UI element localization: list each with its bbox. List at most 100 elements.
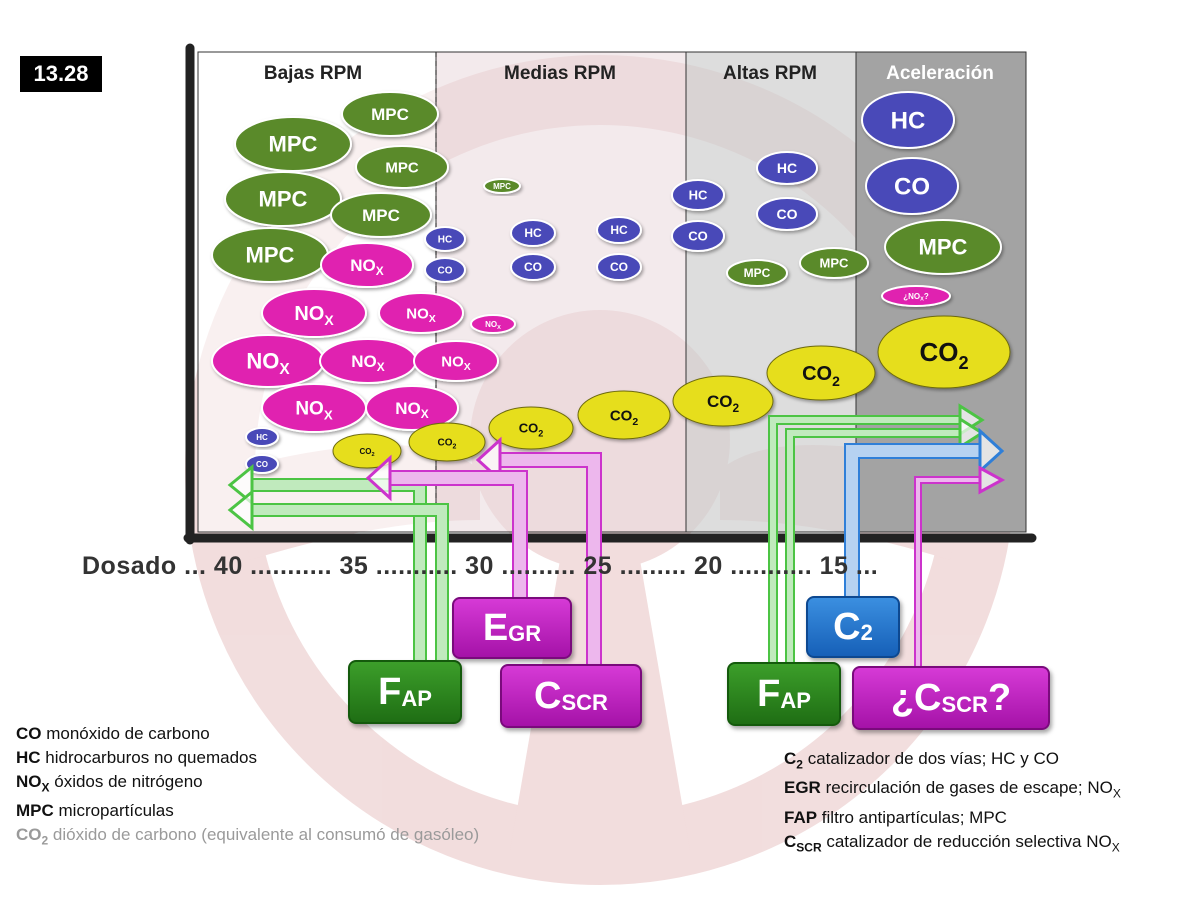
emission-bubble-co2: CO2 bbox=[877, 315, 1011, 389]
emission-bubble-hc: HC bbox=[671, 179, 725, 211]
emission-bubble-co2: CO2 bbox=[332, 433, 402, 469]
svg-text:HC: HC bbox=[689, 188, 708, 203]
svg-text:NOX: NOX bbox=[295, 399, 333, 423]
emission-bubble-hc: HC bbox=[510, 219, 556, 247]
column-header-bajas: Bajas RPM bbox=[264, 63, 362, 84]
emission-bubble-nox: NOX bbox=[470, 314, 516, 334]
fap-left-arrow-lower bbox=[227, 488, 449, 660]
dosado-axis-label: Dosado ... 40 ........... 35 ...........… bbox=[82, 552, 879, 580]
emission-bubble-mpc: MPC bbox=[799, 247, 869, 279]
svg-text:MPC: MPC bbox=[919, 235, 968, 260]
svg-text:NOX: NOX bbox=[294, 303, 334, 328]
column-header-altas: Altas RPM bbox=[723, 63, 817, 84]
svg-text:CO2: CO2 bbox=[438, 438, 457, 451]
emission-bubble-mpc: MPC bbox=[224, 171, 342, 227]
cscr-right-arrow bbox=[914, 465, 1006, 666]
svg-text:CO2: CO2 bbox=[802, 363, 840, 389]
emission-bubble-mpc: MPC bbox=[234, 116, 352, 172]
emission-bubble-nox: NOX bbox=[211, 334, 325, 388]
emission-bubble-co: CO bbox=[424, 257, 466, 283]
svg-text:HC: HC bbox=[524, 226, 542, 240]
legend-item-egr: EGR recirculación de gases de escape; NO… bbox=[784, 778, 1121, 801]
emission-bubble-mpc: MPC bbox=[483, 178, 521, 194]
svg-text:NOX: NOX bbox=[441, 353, 471, 373]
svg-text:MPC: MPC bbox=[744, 266, 771, 280]
svg-text:CO2: CO2 bbox=[610, 407, 639, 428]
emission-bubble-co: CO bbox=[596, 253, 642, 281]
emission-bubble-hc: HC bbox=[424, 226, 466, 252]
emission-bubble-hc: HC bbox=[756, 151, 818, 185]
fap-right-arrow-lower bbox=[785, 416, 985, 662]
svg-text:NOX: NOX bbox=[246, 349, 290, 379]
emission-bubble-co2: CO2 bbox=[672, 375, 774, 427]
reduction-arrows bbox=[227, 403, 1006, 666]
legend-item-cscr: CSCR catalizador de reducción selectiva … bbox=[784, 831, 1120, 855]
svg-text:HC: HC bbox=[256, 433, 268, 442]
svg-text:HC: HC bbox=[891, 107, 926, 134]
svg-text:MPC: MPC bbox=[246, 243, 295, 268]
svg-text:CO: CO bbox=[256, 460, 268, 469]
svg-text:NOX: NOX bbox=[485, 320, 501, 331]
legend-item-hc: HC hidrocarburos no quemados bbox=[16, 748, 257, 767]
emission-bubble-co2: CO2 bbox=[577, 390, 671, 440]
emission-bubble-co: CO bbox=[756, 197, 818, 231]
svg-text:CO2: CO2 bbox=[707, 392, 740, 415]
emission-bubble-mpc: MPC bbox=[341, 91, 439, 137]
svg-text:MPC: MPC bbox=[362, 206, 400, 225]
svg-text:MPC: MPC bbox=[269, 132, 318, 157]
svg-text:MPC: MPC bbox=[371, 105, 409, 124]
emission-bubble-nox: NOX bbox=[320, 242, 414, 288]
emission-bubble-hc: HC bbox=[245, 427, 279, 447]
svg-text:CO2: CO2 bbox=[919, 337, 968, 373]
emission-bubble-mpc: MPC bbox=[726, 259, 788, 287]
svg-text:¿NOX?: ¿NOX? bbox=[903, 292, 929, 303]
emission-bubble-co2: CO2 bbox=[766, 345, 876, 401]
svg-text:NOX: NOX bbox=[350, 256, 384, 278]
column-header-medias: Medias RPM bbox=[504, 63, 616, 84]
emission-bubble-nox: NOX bbox=[319, 338, 417, 384]
emission-bubble-mpc: MPC bbox=[330, 192, 432, 238]
emission-bubble-mpc: MPC bbox=[355, 145, 449, 189]
emission-bubble-nox: NOX bbox=[378, 292, 464, 334]
egr-arrow bbox=[365, 454, 528, 597]
legend-item-fap: FAP filtro antipartículas; MPC bbox=[784, 807, 1007, 827]
svg-text:NOX: NOX bbox=[351, 352, 385, 374]
svg-text:CO: CO bbox=[688, 229, 708, 244]
emission-bubble-hc: HC bbox=[861, 91, 955, 149]
emission-bubble-nox: NOX bbox=[413, 340, 499, 382]
emission-bubble-co2: CO2 bbox=[488, 406, 574, 450]
emission-bubble-nox: NOX bbox=[365, 385, 459, 431]
svg-text:CO: CO bbox=[524, 260, 542, 274]
svg-text:CO: CO bbox=[438, 266, 453, 277]
svg-text:CO: CO bbox=[894, 173, 930, 200]
legend-item-mpc: MPC micropartículas bbox=[16, 801, 174, 821]
legend-item-nox: NOX óxidos de nitrógeno bbox=[16, 772, 203, 795]
emission-bubble-co: CO bbox=[865, 157, 959, 215]
emission-bubble-nox: NOX bbox=[261, 383, 367, 433]
legend-item-c2: C2 catalizador de dos vías; HC y CO bbox=[784, 749, 1060, 772]
emission-bubble-nox: NOX bbox=[261, 288, 367, 338]
svg-text:NOX: NOX bbox=[395, 399, 429, 421]
c2-arrow bbox=[844, 427, 1005, 596]
legend-item-co2: CO2 dióxido de carbono (equivalente al c… bbox=[16, 825, 480, 848]
svg-text:MPC: MPC bbox=[820, 256, 850, 271]
emission-bubble-co: CO bbox=[510, 253, 556, 281]
legend-left: CO monóxido de carbono HC hidrocarburos … bbox=[16, 722, 479, 853]
emission-bubble-co: CO bbox=[245, 454, 279, 474]
svg-text:HC: HC bbox=[438, 235, 452, 246]
legend-item-co: CO monóxido de carbono bbox=[16, 724, 210, 743]
svg-text:HC: HC bbox=[777, 160, 797, 176]
svg-text:MPC: MPC bbox=[259, 187, 308, 212]
legend-right: C2 catalizador de dos vías; HC y CO EGR … bbox=[784, 747, 1121, 859]
emission-bubble-mpc: MPC bbox=[211, 227, 329, 283]
svg-text:CO2: CO2 bbox=[359, 447, 374, 458]
column-header-aceleracion: Aceleración bbox=[886, 63, 994, 84]
